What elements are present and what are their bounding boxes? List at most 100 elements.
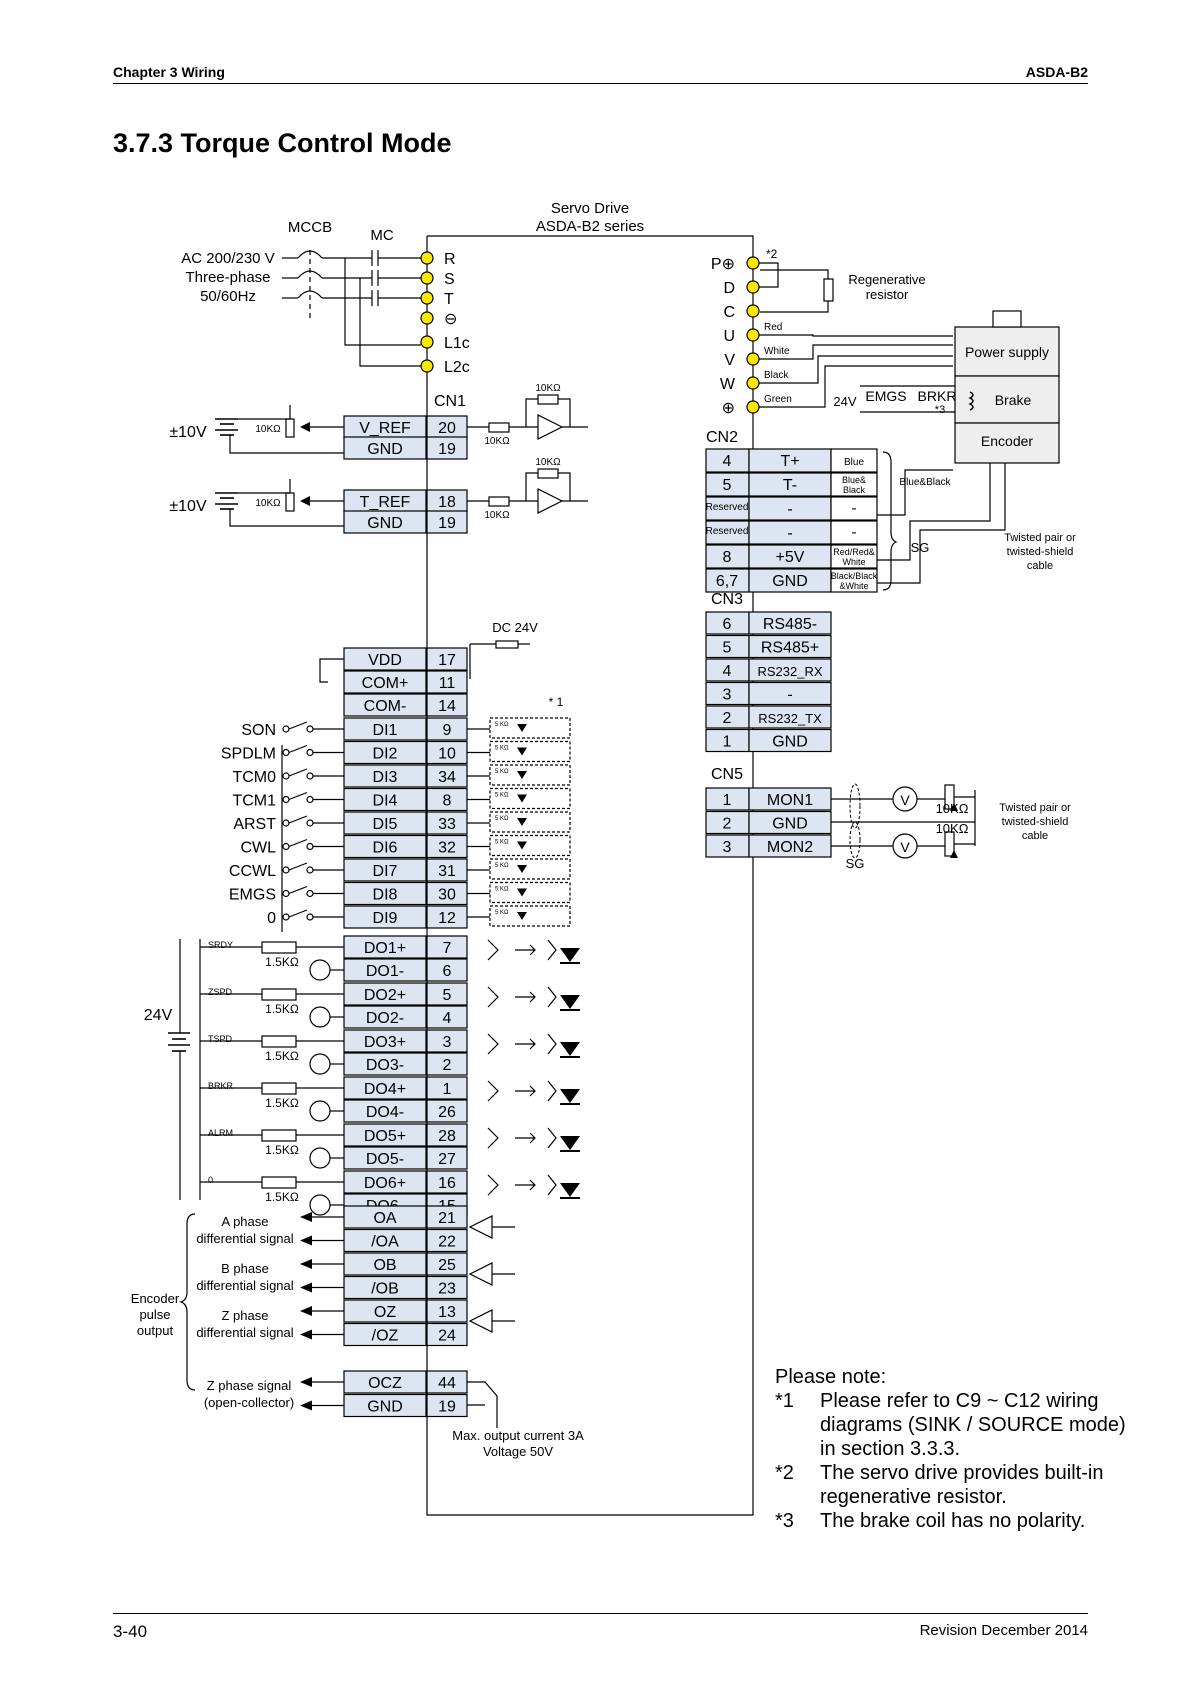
di-external-signal: CCWL — [229, 863, 276, 880]
encoder-arrow — [300, 1235, 312, 1246]
di-switch-node — [282, 725, 290, 733]
cn1-pin-cell — [426, 436, 468, 460]
di-external-signal: 0 — [267, 910, 276, 927]
cn3-label: CN3 — [711, 591, 743, 608]
di-switch-node — [282, 866, 290, 874]
do-resistor — [261, 1176, 297, 1189]
di-res-label: 5 KΩ — [495, 769, 509, 775]
opamp — [537, 414, 564, 440]
phase-label: A phase — [222, 1214, 269, 1229]
cn1-pin: 13 — [438, 1304, 456, 1321]
cn1-pin-cell — [426, 693, 468, 717]
meter-symbol: V — [900, 839, 910, 855]
cn1-pin: 19 — [438, 441, 456, 458]
encoder-block — [954, 422, 1060, 464]
cn1-pin: 25 — [438, 1257, 456, 1274]
cn1-pin-cell — [426, 1005, 468, 1029]
mc-label: MC — [370, 227, 393, 244]
do-led-icon — [560, 948, 580, 962]
do-neg-signal: DO5- — [366, 1151, 404, 1168]
cn1-pin: 20 — [438, 420, 456, 437]
analog-wire — [238, 479, 291, 494]
pot-arrow — [300, 422, 310, 432]
output-terminal-dot — [746, 328, 760, 342]
cn2-color: Black — [843, 485, 866, 495]
brake-coil-icon — [968, 391, 974, 411]
di-res-label: 5 KΩ — [495, 746, 509, 752]
cn2-pin: 6,7 — [716, 573, 738, 590]
cn1-signal: DI8 — [373, 887, 398, 904]
ocz-arrow — [300, 1377, 312, 1387]
cn5-pin: 2 — [723, 816, 732, 833]
chapter-header: Chapter 3 Wiring — [113, 64, 225, 80]
di-optocoupler — [489, 717, 571, 739]
cn2-pin: Reserved — [706, 502, 749, 513]
output-terminal-dot — [746, 376, 760, 390]
cn5-pot-arrow — [950, 850, 958, 858]
cn5-shield — [849, 821, 861, 859]
di-optocoupler — [489, 740, 571, 763]
cn2-color-cell — [830, 496, 878, 521]
di-led-icon — [517, 841, 527, 850]
di-switch-node — [282, 819, 290, 827]
vdd-jumper — [319, 658, 344, 683]
di-switch-node — [306, 842, 314, 851]
supply-label-0: AC 200/230 V — [181, 250, 274, 267]
cn1-pin-cell — [426, 1252, 468, 1276]
do-relay-icon — [309, 959, 331, 981]
cn1-signal-cell — [343, 510, 427, 534]
output-terminal-label: P⊕ — [711, 256, 735, 273]
terminal-dot — [420, 359, 434, 373]
cn1-signal: GND — [367, 441, 403, 458]
do-led-icon — [560, 1183, 580, 1197]
di-res-label: 5 KΩ — [495, 816, 509, 822]
cn1-signal: OZ — [374, 1304, 396, 1321]
do-led-icon — [560, 1136, 580, 1150]
cn2-blue-black: Blue&Black — [899, 477, 951, 488]
dc24v-source — [495, 640, 519, 649]
do-pos-signal: DO5+ — [364, 1128, 406, 1145]
cn1-pin-cell — [426, 1228, 468, 1253]
note2-marker: *2 — [766, 247, 778, 261]
cn5-signal: MON2 — [767, 839, 813, 856]
feedback-resistor — [537, 468, 559, 479]
cn5-pot-label: 10KΩ — [936, 801, 969, 816]
cn1-pin-cell — [426, 1123, 468, 1147]
brake-emgs: EMGS — [865, 388, 906, 404]
cn2-signal: T+ — [780, 453, 799, 470]
cn2-twisted-label: Twisted pair or — [1004, 532, 1076, 544]
analog-wire — [229, 509, 344, 527]
di-external-signal: TCM0 — [232, 769, 276, 786]
cn1-pin-cell — [426, 1299, 468, 1323]
di-external-signal: SPDLM — [221, 746, 276, 763]
di-external-signal: TCM1 — [232, 793, 276, 810]
encoder-group-label: Encoder — [131, 1291, 180, 1306]
cn1-pin-cell — [426, 1275, 468, 1300]
cn1-pin-cell — [426, 647, 468, 671]
cn1-pin-cell — [426, 1205, 468, 1229]
di-switch-node — [282, 842, 290, 851]
do-relay-icon — [309, 1147, 331, 1169]
wire-color-label: Red — [764, 322, 782, 333]
terminal-dot — [420, 251, 434, 265]
cn3-signal: RS232_TX — [758, 711, 822, 726]
cn3-signal-cell — [748, 611, 832, 635]
cn5-label: CN5 — [711, 766, 743, 783]
regen-link — [760, 269, 829, 313]
do-resistor-label: 1.5KΩ — [265, 1096, 299, 1110]
cn5-twisted-label: twisted-shield — [1002, 816, 1069, 828]
cn2-twisted-label: cable — [1027, 560, 1053, 572]
do-optocoupler-icon — [487, 986, 557, 1008]
section-title: 3.7.3 Torque Control Mode — [113, 128, 452, 158]
terminal-dot — [420, 271, 434, 285]
di-switch-node — [306, 748, 314, 757]
do-pos-signal: DO6+ — [364, 1175, 406, 1192]
cn3-pin: 6 — [723, 616, 732, 633]
cn3-pin: 1 — [723, 734, 732, 751]
cn5-sg-label: SG — [846, 856, 865, 871]
do-relay-icon — [309, 1006, 331, 1028]
di-switch-node — [306, 795, 314, 804]
input-resistor — [488, 496, 510, 507]
cn1-label: CN1 — [434, 393, 466, 410]
